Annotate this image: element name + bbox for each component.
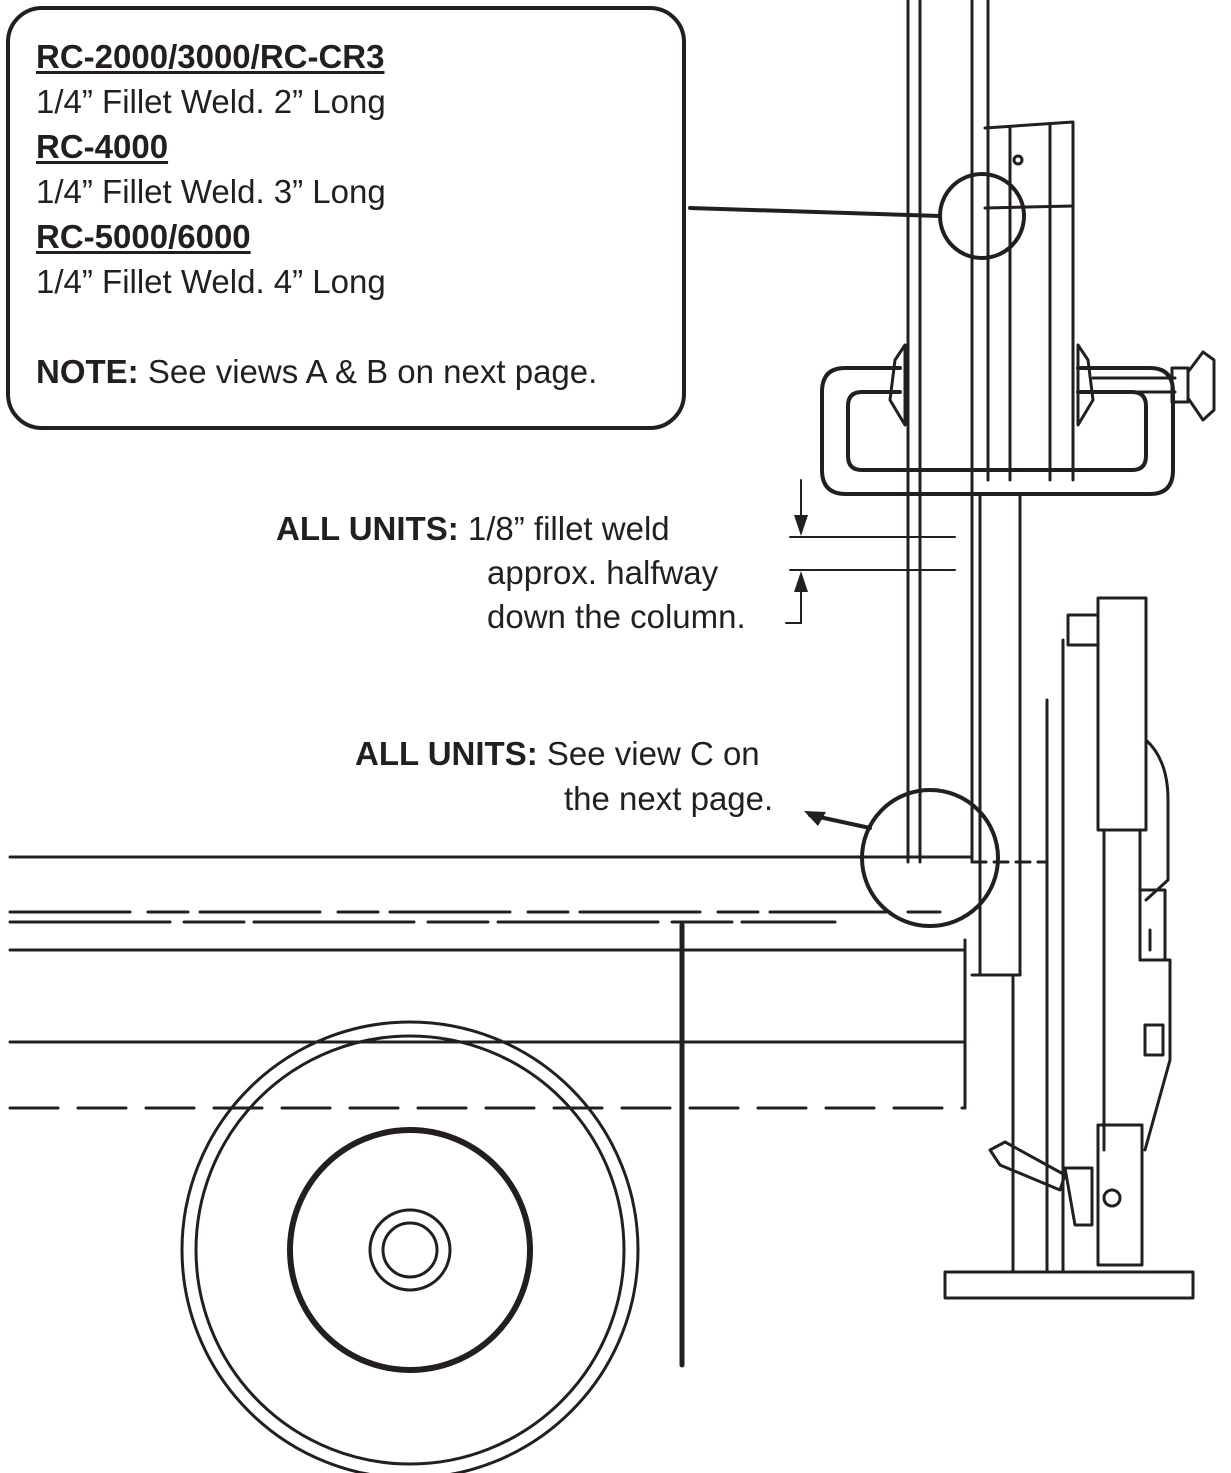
mid-weld-line-3: down the column.: [487, 598, 746, 635]
model-heading-rc5000-6000: RC-5000/6000: [36, 218, 251, 255]
mid-weld-label: ALL UNITS:: [276, 510, 459, 547]
mid-weld-line-2: approx. halfway: [487, 554, 719, 591]
lower-column: [970, 492, 1065, 1274]
dimension-arrowheads: [794, 515, 808, 592]
weld-spec-4in: 1/4” Fillet Weld. 4” Long: [36, 263, 386, 300]
model-heading-rc4000: RC-4000: [36, 128, 169, 165]
truck-frame: [8, 855, 1047, 1368]
weld-spec-3in: 1/4” Fillet Weld. 3” Long: [36, 173, 386, 210]
upper-weld-marker: [688, 172, 1026, 260]
weld-spec-callout: [6, 6, 686, 430]
model-heading-rc2000-3000-cr3: RC-2000/3000/RC-CR3: [36, 38, 385, 75]
base-weld-line-1: ALL UNITS: See view C on: [355, 731, 760, 777]
note-text: See views A & B on next page.: [138, 353, 598, 390]
column: [906, 0, 990, 864]
base-weld-text-1: See view C on: [537, 735, 760, 772]
note-line: NOTE: See views A & B on next page.: [36, 349, 597, 395]
mid-weld-dimension: [785, 479, 956, 624]
foot-plate: [943, 1270, 1195, 1300]
mid-weld-text-1: 1/8” fillet weld: [458, 510, 670, 547]
note-label: NOTE:: [36, 353, 139, 390]
base-weld-label: ALL UNITS:: [355, 735, 538, 772]
weld-spec-2in: 1/4” Fillet Weld. 2” Long: [36, 83, 386, 120]
jack-assembly: [988, 596, 1172, 1267]
base-weld-line-2: the next page.: [564, 780, 774, 817]
clamp: [820, 343, 1216, 496]
wheel: [180, 1020, 640, 1473]
mid-weld-line-1: ALL UNITS: 1/8” fillet weld: [276, 506, 670, 552]
